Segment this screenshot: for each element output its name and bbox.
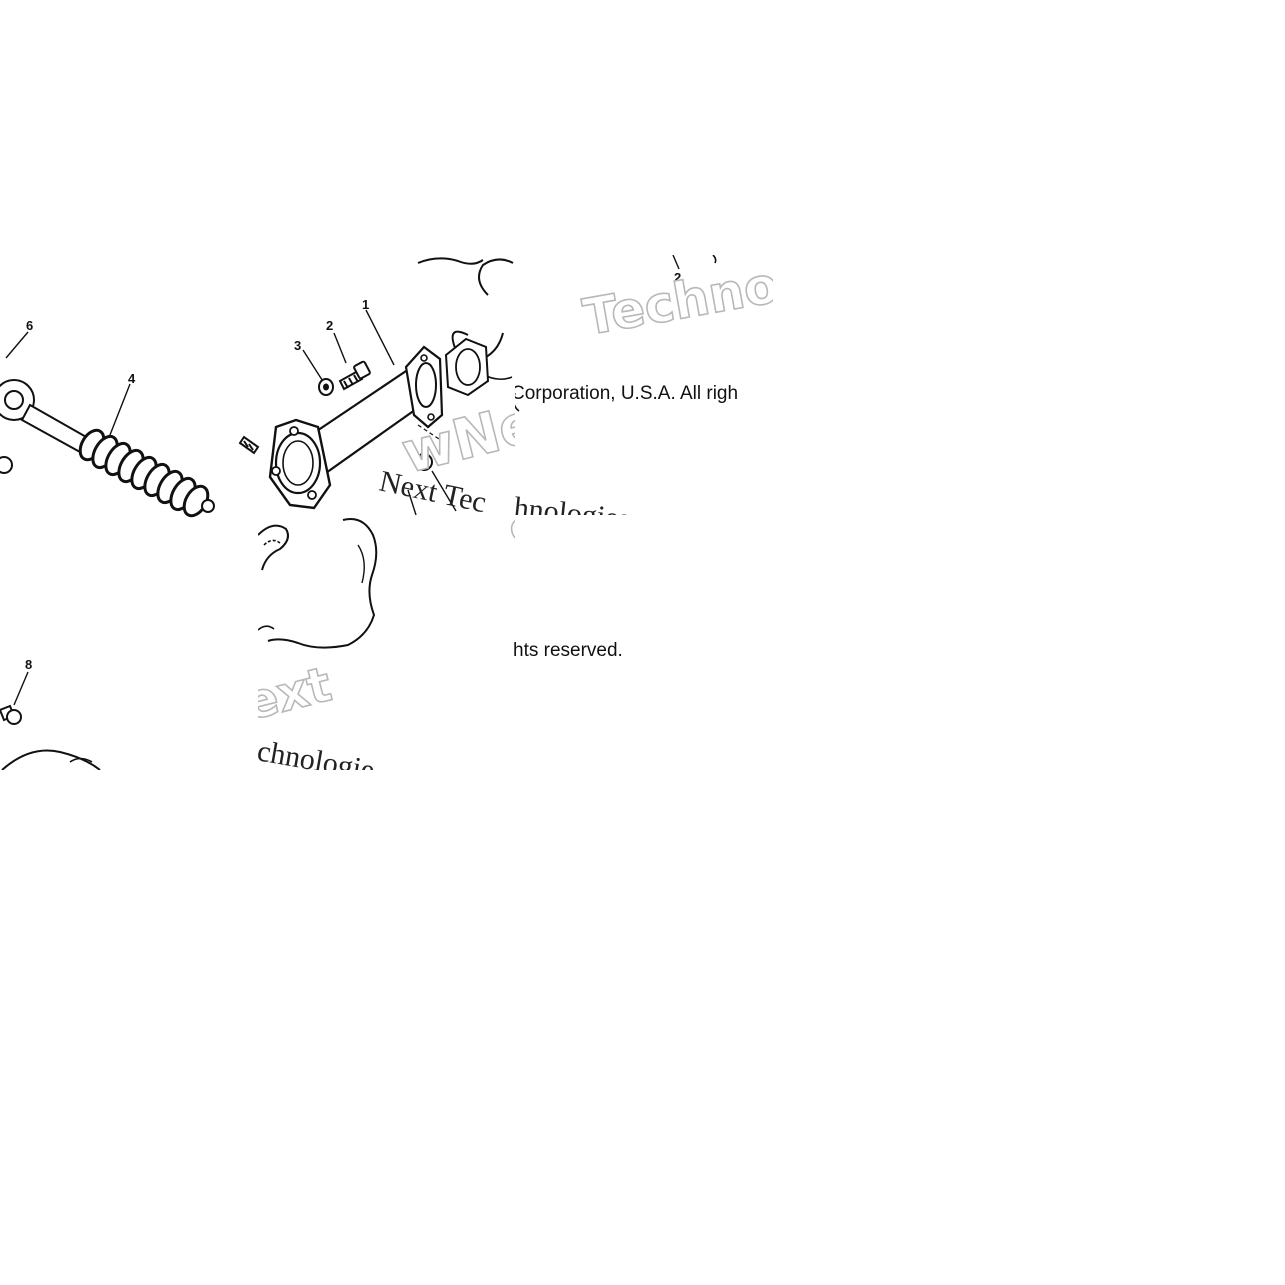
spring-coils (78, 428, 210, 518)
callout-1: 1 (362, 297, 369, 312)
shock-spring-drawing: 6 4 8 (0, 318, 215, 770)
watermark-hnologies: hnologies (515, 491, 632, 515)
lower-middle-diagram-tile: ext chnologie ologies (258, 515, 515, 770)
right-tile-drawing: 2 Techno hnologies (515, 255, 773, 515)
copyright-line-2: hts reserved. (513, 640, 623, 661)
copyright-line-1: Corporation, U.S.A. All righ (515, 383, 739, 404)
watermark-ologies: ologies (504, 515, 515, 553)
right-diagram-tile: 2 Techno hnologies Corporation, U.S.A. A… (515, 255, 773, 515)
callout-2: 2 (326, 318, 333, 333)
middle-diagram-tile: 3 2 1 wNe Next Tec (218, 255, 515, 515)
tube-assembly-drawing: 3 2 1 wNe Next Tec (238, 257, 515, 515)
engine-case-drawing: ext chnologie ologies (258, 515, 515, 770)
callout-4: 4 (128, 371, 136, 386)
callout-3: 3 (294, 338, 301, 353)
watermark-ext: ext (258, 656, 337, 731)
left-diagram-tile: 6 4 8 (0, 300, 218, 770)
watermark-chnologie: chnologie (258, 734, 377, 770)
callout-6: 6 (26, 318, 33, 333)
bolt-8-drawing (0, 704, 22, 725)
callout-8: 8 (25, 657, 32, 672)
callout-2-right: 2 (674, 270, 681, 285)
